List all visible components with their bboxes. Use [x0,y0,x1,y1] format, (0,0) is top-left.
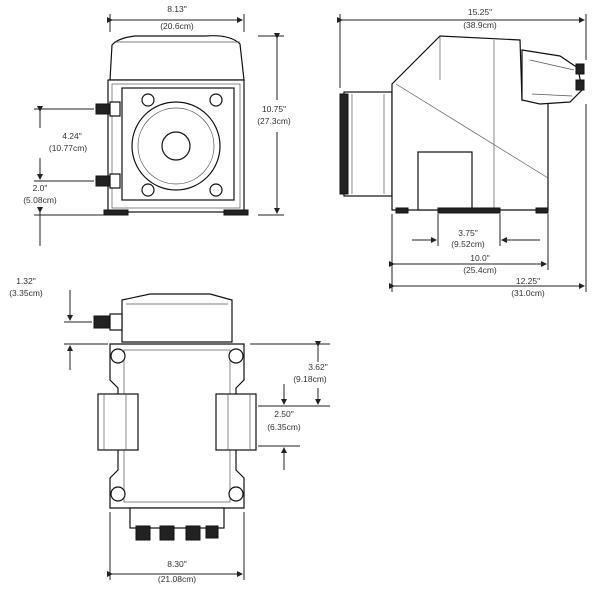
port-spacing-in: 4.24" [62,131,82,141]
side-base-in: 10.0" [470,253,490,263]
side-width-in: 15.25" [468,7,492,17]
top-width-in: 8.30" [167,559,187,569]
foot-spacing-in: 3.75" [458,228,478,238]
front-height-cm: (27.3cm) [257,116,291,126]
bracket-top-cm: (9.18cm) [293,374,327,384]
port-spacing-cm: (10.77cm) [49,143,87,153]
side-view [337,14,587,292]
bracket-span-in: 2.50" [274,409,294,419]
side-overall-cm: (31.0cm) [511,288,545,298]
front-height-in: 10.75" [262,104,286,114]
port-offset-cm: (3.35cm) [9,288,43,298]
bracket-top-in: 3.62" [308,362,328,372]
top-view [64,290,330,580]
side-base-cm: (25.4cm) [463,265,497,275]
port-base-in: 2.0" [33,183,48,193]
front-width-in: 8.13" [167,4,187,14]
port-offset-in: 1.32" [16,276,36,286]
bracket-span-cm: (6.35cm) [267,422,301,432]
side-overall-in: 12.25" [516,276,540,286]
foot-spacing-cm: (9.52cm) [451,239,485,249]
front-view [34,14,284,246]
port-base-cm: (5.08cm) [23,195,57,205]
side-width-cm: (38.9cm) [463,20,497,30]
front-width-cm: (20.6cm) [160,21,194,31]
top-width-cm: (21.08cm) [158,574,196,584]
